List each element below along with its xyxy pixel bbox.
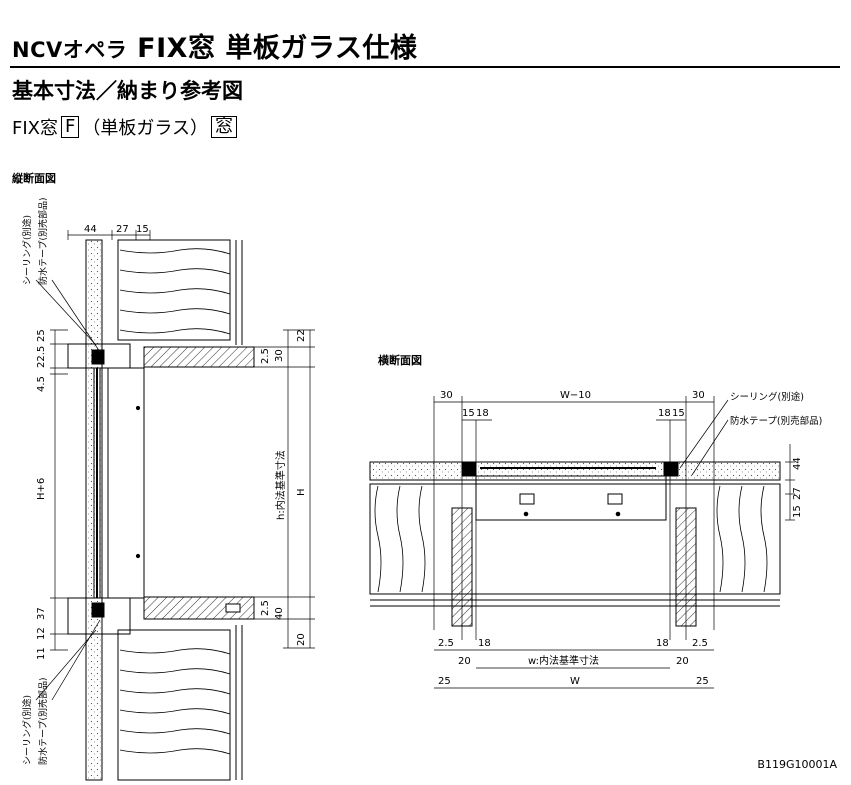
v-frame-sill <box>67 597 131 635</box>
v-dim-top-15: 15 <box>136 224 149 235</box>
vertical-section-label: 縦断面図 <box>12 172 56 185</box>
h-insulation-band <box>369 483 781 595</box>
h-dim-right-27: 27 <box>792 487 803 500</box>
v-dim-top-44: 44 <box>84 224 97 235</box>
page-title: NCVオペラ FIX窓 単板ガラス仕様 <box>12 26 417 65</box>
h-dim-bottom-2-5a: 2.5 <box>438 638 454 649</box>
subtitle: 基本寸法／納まり参考図 <box>12 79 243 103</box>
v-dim-left-22-5: 22.5 <box>36 346 47 368</box>
v-insulation-upper <box>117 239 231 341</box>
v-dim-right-22: 22 <box>296 329 307 342</box>
h-dim-top-w10: W−10 <box>560 390 591 401</box>
h-note-sealing: シーリング(別途) <box>730 391 804 403</box>
h-exterior-finish <box>369 461 781 481</box>
v-dim-left-11: 11 <box>36 647 47 660</box>
h-dim-bottom-2-5b: 2.5 <box>692 638 708 649</box>
h-dim-right-15: 15 <box>792 505 803 518</box>
v-dim-left-h6: H+6 <box>36 478 47 500</box>
v-dim-top-27: 27 <box>116 224 129 235</box>
v-dim-left-4-5: 4.5 <box>36 376 47 392</box>
v-note-sealing-bottom: シーリング(別途) <box>21 695 33 765</box>
h-dim-bottom-25a: 25 <box>438 676 451 687</box>
fix-label: FIX窓 <box>12 118 58 139</box>
v-note-sealing-top: シーリング(別途) <box>21 215 33 285</box>
h-dim-bottom-18b: 18 <box>656 638 669 649</box>
title-prefix: NCVオペラ <box>12 38 128 62</box>
v-insulation-lower <box>117 629 231 781</box>
horizontal-section-drawing <box>369 396 795 689</box>
h-note-tape: 防水テープ(別売部品) <box>730 415 822 427</box>
h-dim-top-30b: 30 <box>692 390 705 401</box>
v-dim-right-h-inner: h:内法基準寸法 <box>274 450 287 520</box>
horizontal-section-label: 横断面図 <box>378 354 422 367</box>
v-dim-right-2-5b: 2.5 <box>260 600 271 616</box>
fix-window-line: FIX窓 F （単板ガラス） 窓 <box>12 114 240 140</box>
document-id: B119G10001A <box>757 758 837 771</box>
v-note-tape-top: 防水テープ(別売部品) <box>37 198 49 285</box>
v-dim-left-12: 12 <box>36 627 47 640</box>
v-dim-right-40: 40 <box>274 607 285 620</box>
v-dim-left-37: 37 <box>36 607 47 620</box>
h-dim-top-18b: 18 <box>658 408 671 419</box>
fix-glass-label: （単板ガラス） <box>82 118 208 139</box>
v-dim-right-30: 30 <box>274 349 285 362</box>
v-dim-right-h: H <box>296 488 307 496</box>
h-dim-top-30a: 30 <box>440 390 453 401</box>
v-head-casing <box>143 346 255 368</box>
h-dim-bottom-20a: 20 <box>458 656 471 667</box>
h-dim-bottom-w: W <box>570 676 580 687</box>
vertical-section-drawing <box>35 230 315 781</box>
h-dim-top-15a: 15 <box>462 408 475 419</box>
fix-box-window: 窓 <box>211 116 237 138</box>
h-inner-frame <box>475 475 667 521</box>
h-dim-top-15b: 15 <box>672 408 685 419</box>
h-dim-bottom-18a: 18 <box>478 638 491 649</box>
h-dim-top-18a: 18 <box>476 408 489 419</box>
fix-box-f: F <box>61 116 80 138</box>
title-main: FIX窓 単板ガラス仕様 <box>137 33 418 64</box>
h-dim-right-44: 44 <box>792 457 803 470</box>
horizontal-section-dims: 30 W−10 30 15 18 18 15 44 15 27 2.5 18 1… <box>438 390 822 687</box>
vertical-section-dims: 44 27 15 25 22.5 4.5 H+6 37 12 11 22 2.5… <box>21 198 307 765</box>
title-rule <box>10 66 840 68</box>
v-note-tape-bottom: 防水テープ(別売部品) <box>37 678 49 765</box>
v-dim-right-2-5a: 2.5 <box>260 348 271 364</box>
h-dim-bottom-w-inner: w:内法基準寸法 <box>528 654 599 667</box>
h-dim-bottom-20b: 20 <box>676 656 689 667</box>
v-sill-casing <box>143 596 255 620</box>
v-dim-right-20: 20 <box>296 633 307 646</box>
h-dim-bottom-25b: 25 <box>696 676 709 687</box>
v-inner-frame <box>107 367 145 599</box>
v-dim-left-25: 25 <box>36 329 47 342</box>
